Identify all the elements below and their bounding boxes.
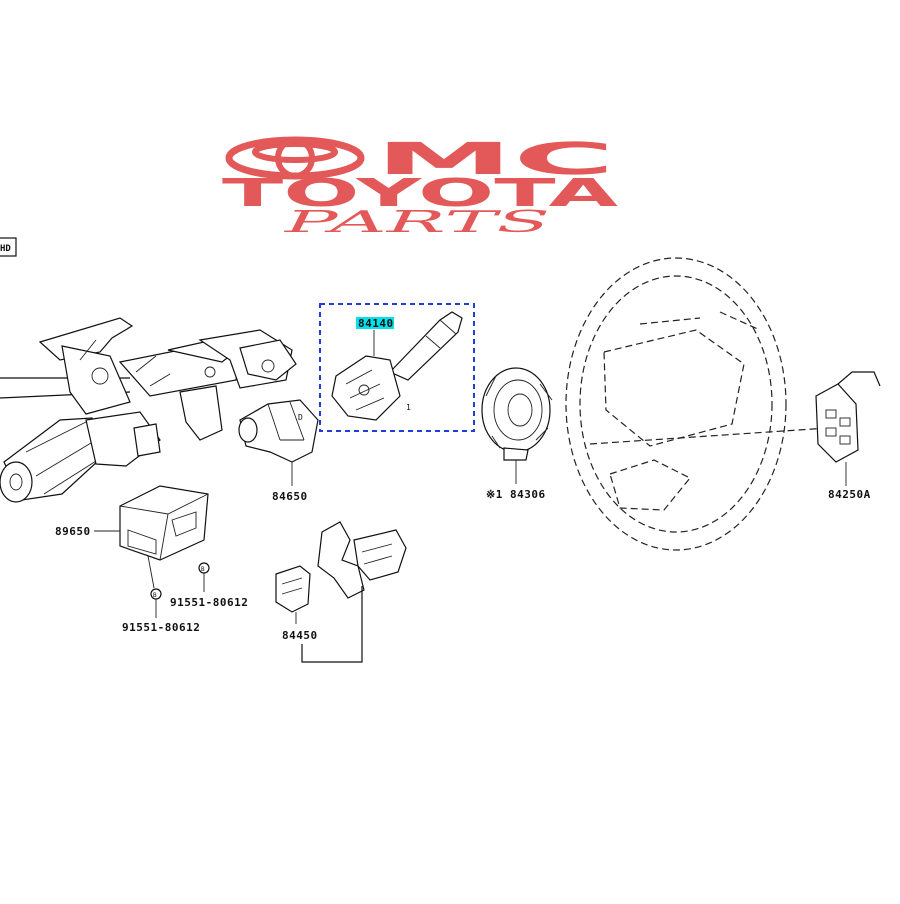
side-tag: HD: [0, 237, 17, 257]
control-module-group[interactable]: 89650 B 91551-80612 B 91551-80612: [55, 485, 248, 634]
highlight-box: [319, 303, 475, 432]
steering-wheel-illustration: [565, 257, 829, 551]
mark-b2: B: [153, 592, 157, 599]
part-label-84450[interactable]: 84450: [282, 629, 318, 642]
part-label-bolt-b[interactable]: 91551-80612: [122, 621, 200, 634]
watermark-brand: MC: [375, 134, 615, 185]
watermark-line3: PARTS: [282, 205, 550, 240]
watermark-logo: MC TOYOTA PARTS: [222, 134, 619, 240]
watermark-line2: TOYOTA: [222, 171, 619, 215]
part-label-89650[interactable]: 89650: [55, 525, 91, 538]
part-label-84650[interactable]: 84650: [272, 490, 308, 503]
wiper-switch-group[interactable]: 84450: [275, 521, 407, 663]
part-label-highlight: [356, 317, 394, 329]
mark-b1: B: [201, 566, 205, 573]
part-label-bolt-a[interactable]: 91551-80612: [170, 596, 248, 609]
part-label-84140[interactable]: 84140: [358, 317, 394, 330]
toyota-emblem-icon: [225, 136, 365, 180]
steering-pad-switch-group[interactable]: 84250A: [815, 371, 881, 501]
turn-signal-switch-group[interactable]: 84140 1: [319, 303, 475, 432]
spiral-cable-group[interactable]: ※1 84306: [481, 367, 553, 501]
mark-1: 1: [406, 403, 411, 412]
mark-d: D: [298, 413, 303, 422]
part-label-84306[interactable]: ※1 84306: [486, 488, 546, 501]
part-label-84250a[interactable]: 84250A: [828, 488, 871, 501]
side-tag-text: HD: [0, 244, 11, 254]
ignition-switch-group[interactable]: D 84650: [238, 399, 319, 503]
steering-column-illustration: [0, 317, 297, 503]
